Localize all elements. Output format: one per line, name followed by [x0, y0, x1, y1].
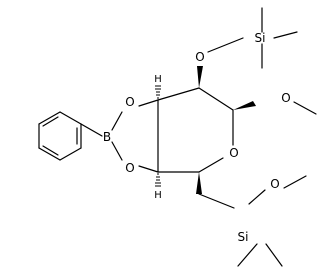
atom-silicon-lower: Si — [238, 230, 249, 244]
atom-hydrogen-lower: H — [154, 190, 162, 201]
pyranose-ring — [157, 87, 234, 173]
lower-silyl-chain — [198, 175, 307, 267]
wedge-bond-c1-methoxy — [233, 101, 256, 110]
atom-oxygen-methoxy: O — [281, 91, 290, 105]
dioxaborole-ring — [111, 99, 159, 173]
hashed-bond-upper-hydrogen — [155, 85, 161, 99]
atom-oxygen-dioxaborole-upper: O — [125, 95, 134, 109]
methoxy-group — [293, 101, 317, 115]
atom-oxygen-lower-chain: O — [270, 177, 279, 191]
atom-oxygen-ring: O — [229, 146, 238, 160]
bond-phenyl-boron — [80, 123, 103, 137]
atom-oxygen-dioxaborole-lower: O — [125, 161, 134, 175]
atom-boron: B — [103, 130, 111, 144]
wedge-bond-c5-chain — [196, 172, 202, 194]
upper-trimethylsilyl-group — [207, 7, 298, 69]
atom-silicon-upper: Si — [255, 31, 266, 45]
hashed-bond-lower-hydrogen — [155, 173, 161, 187]
phenyl-ring — [38, 111, 82, 161]
atom-hydrogen-upper: H — [154, 74, 162, 85]
atom-oxygen-silyl-ether: O — [195, 50, 204, 64]
wedge-bond-c2-oxygen — [197, 66, 203, 88]
